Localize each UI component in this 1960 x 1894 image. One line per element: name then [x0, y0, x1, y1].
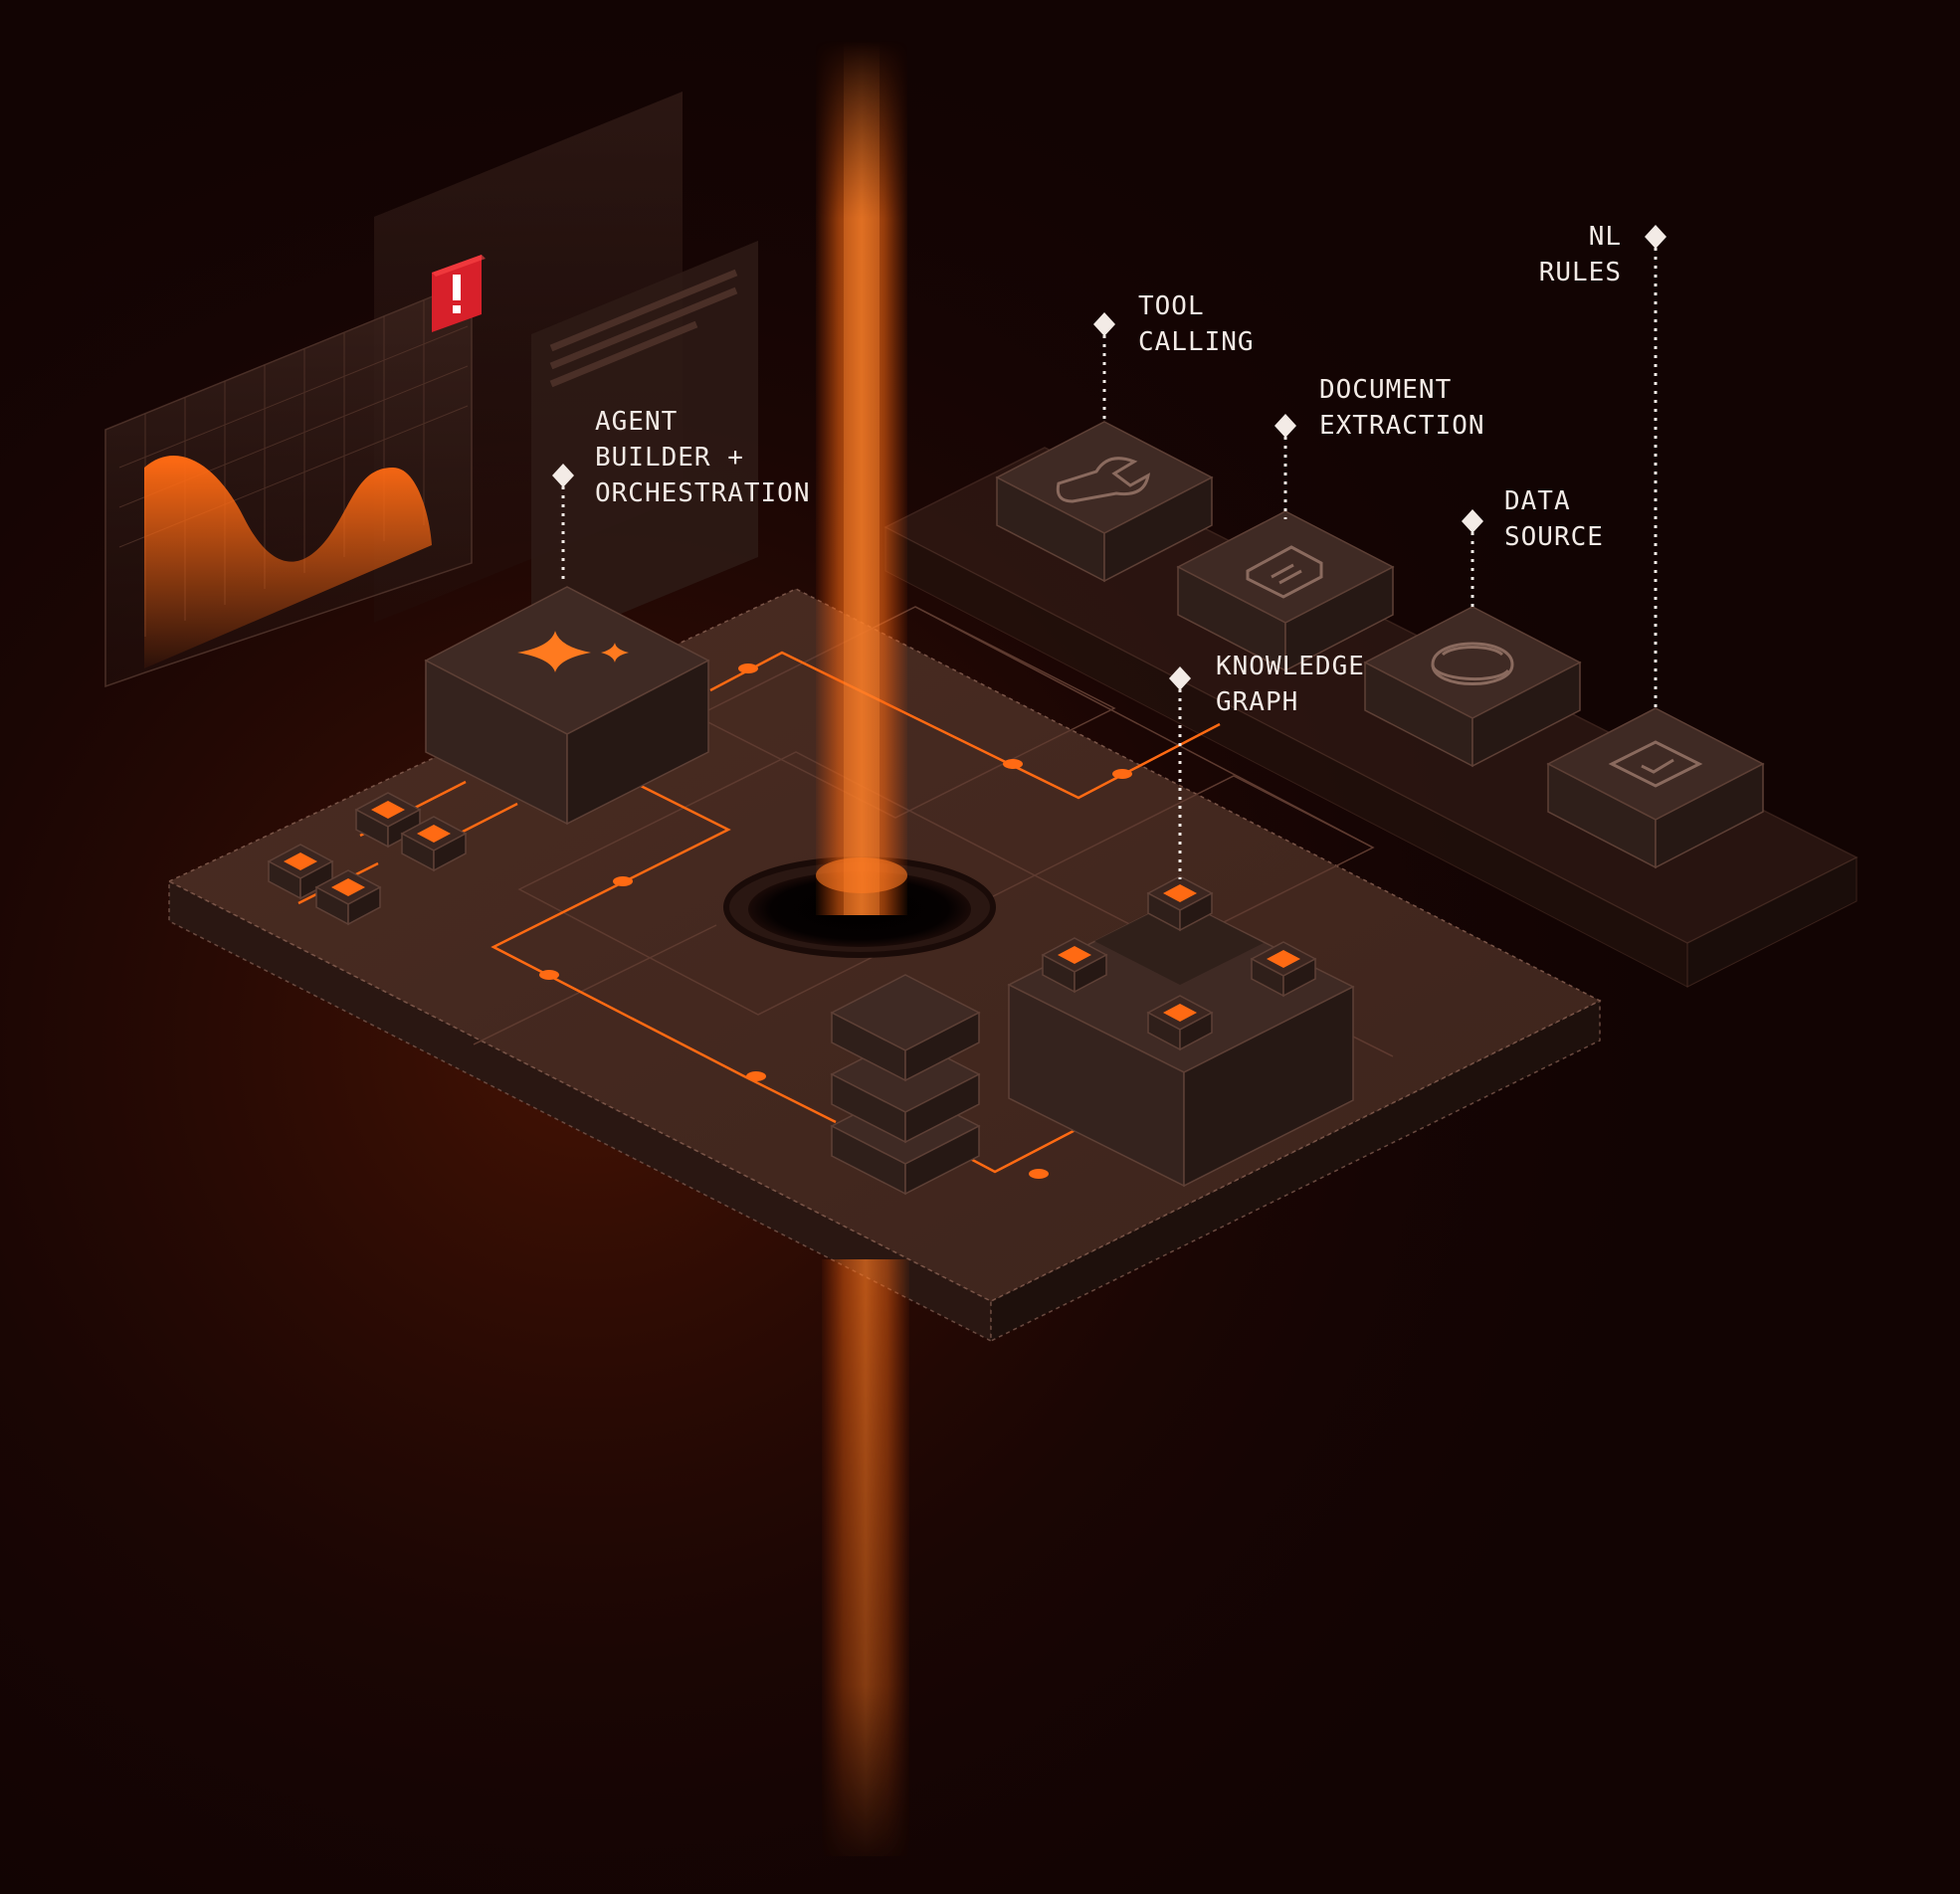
graph-chip-top-right: [1179, 891, 1213, 932]
stack-layer-top: [830, 974, 981, 1082]
graph-chip-top: [1146, 875, 1214, 932]
data-source-block: [1363, 606, 1582, 768]
stack-layer-middle-right: [904, 1072, 980, 1144]
chip-2-light: [417, 825, 451, 843]
label-data-line2: SOURCE: [1504, 522, 1604, 552]
label-tool: TOOL CALLING: [1138, 291, 1255, 357]
label-knowledge-line1: KNOWLEDGE: [1216, 652, 1365, 681]
service-blocks: [995, 421, 1765, 869]
chip-cluster: [267, 792, 468, 926]
graph-chip-right: [1250, 941, 1317, 998]
label-leaders: [561, 239, 1658, 879]
marker-data: [1462, 509, 1483, 533]
label-tool-line2: CALLING: [1138, 327, 1255, 357]
graph-chip-left-right: [1074, 953, 1107, 994]
panel-text: [531, 241, 758, 651]
label-agent-line3: ORCHESTRATION: [595, 478, 811, 508]
wrench-icon: [1056, 457, 1151, 503]
marker-knowledge: [1169, 666, 1191, 690]
chip-4-right: [347, 885, 381, 926]
label-agent-line2: BUILDER +: [595, 443, 744, 473]
marker-agent: [552, 464, 574, 487]
label-nl-line2: RULES: [1539, 258, 1622, 287]
stack-layer-bottom-right: [904, 1124, 980, 1196]
stack-layer-top-right: [904, 1011, 980, 1082]
chip-3: [267, 844, 334, 900]
tray-right-side: [1686, 856, 1858, 988]
label-data: DATA SOURCE: [1504, 486, 1604, 552]
graph-chip-left: [1041, 937, 1108, 994]
chip-4: [314, 869, 382, 926]
beam-lower: [822, 1259, 909, 1856]
label-knowledge-line2: GRAPH: [1216, 687, 1298, 717]
graph-chip-bottom-light: [1163, 1004, 1197, 1022]
graph-chip-bottom: [1146, 995, 1214, 1051]
chip-4-light: [331, 878, 365, 896]
chip-1-light: [371, 801, 405, 819]
trace-nodes: [539, 663, 1132, 1179]
agent-builder-block: [424, 586, 710, 826]
exclamation-icon: [432, 255, 486, 332]
chip-3-light: [284, 852, 317, 870]
stacked-layers-block: [830, 974, 981, 1196]
platform-right-side: [990, 999, 1601, 1343]
marker-tool: [1093, 312, 1115, 336]
document-extraction-block: [1176, 510, 1395, 672]
graph-chip-top-light: [1163, 884, 1197, 902]
nl-rules-block-right: [1655, 762, 1764, 869]
label-document-line2: EXTRACTION: [1319, 411, 1485, 441]
panel-text-lines: [549, 269, 738, 388]
tool-calling-block: [995, 421, 1214, 583]
data-source-block-right: [1471, 661, 1581, 768]
document-extraction-block-right: [1284, 565, 1394, 672]
checkmark-icon: [1608, 740, 1703, 788]
trace-agent-to-graph: [709, 651, 1221, 800]
chip-1: [354, 792, 422, 849]
graph-chip-right-light: [1267, 950, 1300, 968]
chip-2: [400, 816, 468, 872]
beam-upper: [816, 40, 907, 915]
knowledge-graph-block: [1007, 898, 1355, 1188]
label-knowledge: KNOWLEDGE GRAPH: [1216, 652, 1365, 717]
sparkle-icon: [517, 631, 629, 672]
label-agent-line1: AGENT: [595, 407, 678, 437]
label-agent: AGENT BUILDER + ORCHESTRATION: [595, 407, 811, 508]
marker-document: [1274, 414, 1296, 438]
label-document-line1: DOCUMENT: [1319, 375, 1452, 405]
label-tool-line1: TOOL: [1138, 291, 1205, 321]
label-document: DOCUMENT EXTRACTION: [1319, 375, 1485, 441]
graph-chip-cluster: [1041, 875, 1317, 1051]
marker-nl: [1645, 225, 1666, 249]
leader-markers: [552, 225, 1666, 690]
document-icon: [1246, 545, 1323, 599]
wave-area: [144, 456, 432, 668]
graph-chip-bottom-right: [1179, 1011, 1213, 1051]
label-data-line1: DATA: [1504, 486, 1571, 516]
central-beam: [723, 40, 996, 1856]
nl-rules-block: [1546, 707, 1765, 869]
database-icon: [1431, 642, 1514, 685]
graph-chip-left-light: [1058, 946, 1091, 964]
trace-left-loop: [490, 782, 837, 1124]
chip-2-right: [433, 832, 467, 872]
graph-chip-right-right: [1282, 957, 1316, 998]
label-nl: NL RULES: [1539, 222, 1622, 287]
tool-calling-block-right: [1103, 475, 1213, 583]
label-nl-line1: NL: [1589, 222, 1622, 252]
floating-panels: [104, 92, 758, 688]
